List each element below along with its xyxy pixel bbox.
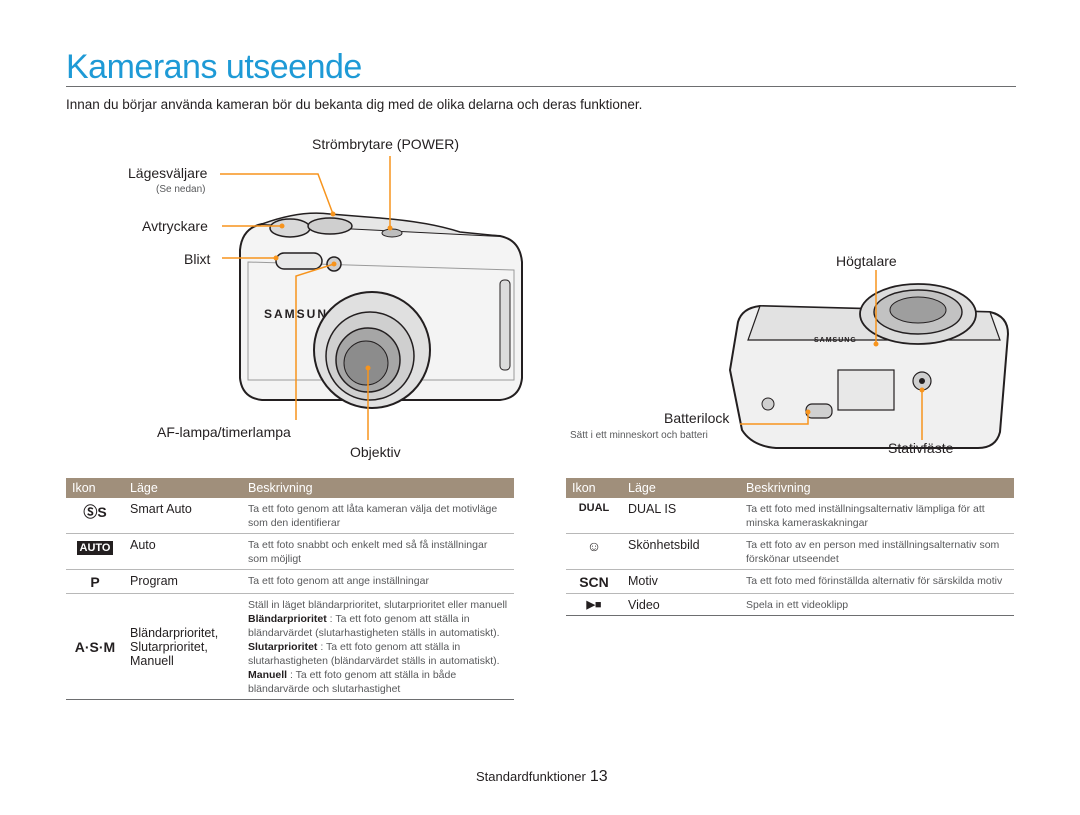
header-icon: Ikon (566, 478, 622, 498)
table-header-row: Ikon Läge Beskrivning (66, 478, 514, 498)
label-battery-lock: Batterilock (664, 410, 730, 426)
back-camera-image: SAMSUNG (728, 283, 1010, 449)
svg-text:SAMSUNG: SAMSUNG (814, 337, 857, 344)
page-title: Kamerans utseende (66, 48, 362, 86)
mode-name: DUAL IS (622, 498, 740, 534)
mode-name: Motiv (622, 569, 740, 594)
table-header-row: Ikon Läge Beskrivning (566, 478, 1014, 498)
table-row: ☺ Skönhetsbild Ta ett foto av en person … (566, 533, 1014, 570)
header-mode: Läge (124, 478, 242, 498)
auto-icon: AUTO (66, 533, 124, 570)
asm-aperture: Bländarprioritet : Ta ett foto genom att… (248, 613, 500, 639)
mode-description: Ta ett foto av en person med inställning… (740, 533, 1014, 570)
intro-text: Innan du börjar använda kameran bör du b… (66, 97, 643, 112)
label-battery-note: Sätt i ett minneskort och batteri (570, 430, 708, 441)
mode-name: Skönhetsbild (622, 533, 740, 570)
table-row: SCN Motiv Ta ett foto med förinställda a… (566, 569, 1014, 594)
beauty-shot-icon: ☺ (566, 533, 622, 570)
mode-description: Ta ett foto genom att ange inställningar (242, 569, 514, 594)
table-row: DUAL DUAL IS Ta ett foto med inställning… (566, 498, 1014, 534)
front-camera-image: SAMSUNG (239, 212, 523, 409)
asm-intro: Ställ in läget bländarprioritet, slutarp… (248, 599, 508, 611)
label-shutter: Avtryckare (142, 218, 208, 234)
header-desc: Beskrivning (242, 478, 514, 498)
title-divider (66, 86, 1016, 87)
label-af-lamp: AF-lampa/timerlampa (157, 424, 291, 440)
mode-name: Program (124, 569, 242, 594)
asm-manual: Manuell : Ta ett foto genom att ställa i… (248, 669, 457, 695)
table-row: AUTO Auto Ta ett foto snabbt och enkelt … (66, 533, 514, 570)
mode-description: Ta ett foto med inställningsalternativ l… (740, 498, 1014, 534)
label-lens: Objektiv (350, 444, 401, 460)
mode-table-left: Ikon Läge Beskrivning ⓈS Smart Auto Ta e… (66, 478, 514, 700)
mode-name: Auto (124, 533, 242, 570)
footer-section: Standardfunktioner (476, 769, 586, 784)
label-mode-dial: Lägesväljare (128, 165, 208, 181)
callout-lines (220, 156, 923, 440)
mode-name: Smart Auto (124, 498, 242, 534)
mode-table-right: Ikon Läge Beskrivning DUAL DUAL IS Ta et… (566, 478, 1014, 616)
header-mode: Läge (622, 478, 740, 498)
label-power-switch: Strömbrytare (POWER) (312, 136, 460, 152)
brand-logo: SAMSUNG (264, 307, 339, 321)
mode-description: Ta ett foto snabbt och enkelt med så få … (242, 533, 514, 570)
mode-name: Bländarprioritet, Slutarprioritet, Manue… (124, 593, 242, 700)
label-tripod: Stativfäste (888, 440, 954, 456)
mode-description: Ställ in läget bländarprioritet, slutarp… (242, 593, 514, 700)
header-icon: Ikon (66, 478, 124, 498)
label-mode-dial-note: (Se nedan) (156, 184, 206, 195)
mode-description: Ta ett foto med förinställda alternativ … (740, 569, 1014, 594)
mode-description: Ta ett foto genom att låta kameran välja… (242, 498, 514, 534)
table-row: ⓈS Smart Auto Ta ett foto genom att låta… (66, 498, 514, 534)
dual-is-icon: DUAL (566, 498, 622, 534)
scene-icon: SCN (566, 569, 622, 594)
program-icon: P (66, 569, 124, 594)
table-row: ▶■ Video Spela in ett videoklipp (566, 593, 1014, 616)
header-desc: Beskrivning (740, 478, 1014, 498)
page-number: 13 (589, 768, 608, 785)
table-row: P Program Ta ett foto genom att ange ins… (66, 569, 514, 594)
mode-name: Video (622, 593, 740, 616)
video-icon: ▶■ (566, 593, 622, 616)
label-speaker: Högtalare (836, 253, 897, 269)
smart-auto-icon: ⓈS (66, 498, 124, 534)
mode-description: Spela in ett videoklipp (740, 593, 1014, 616)
label-flash: Blixt (184, 251, 211, 267)
asm-icon: A·S·M (66, 593, 124, 700)
asm-shutter: Slutarprioritet : Ta ett foto genom att … (248, 641, 500, 667)
table-row: A·S·M Bländarprioritet, Slutarprioritet,… (66, 593, 514, 700)
